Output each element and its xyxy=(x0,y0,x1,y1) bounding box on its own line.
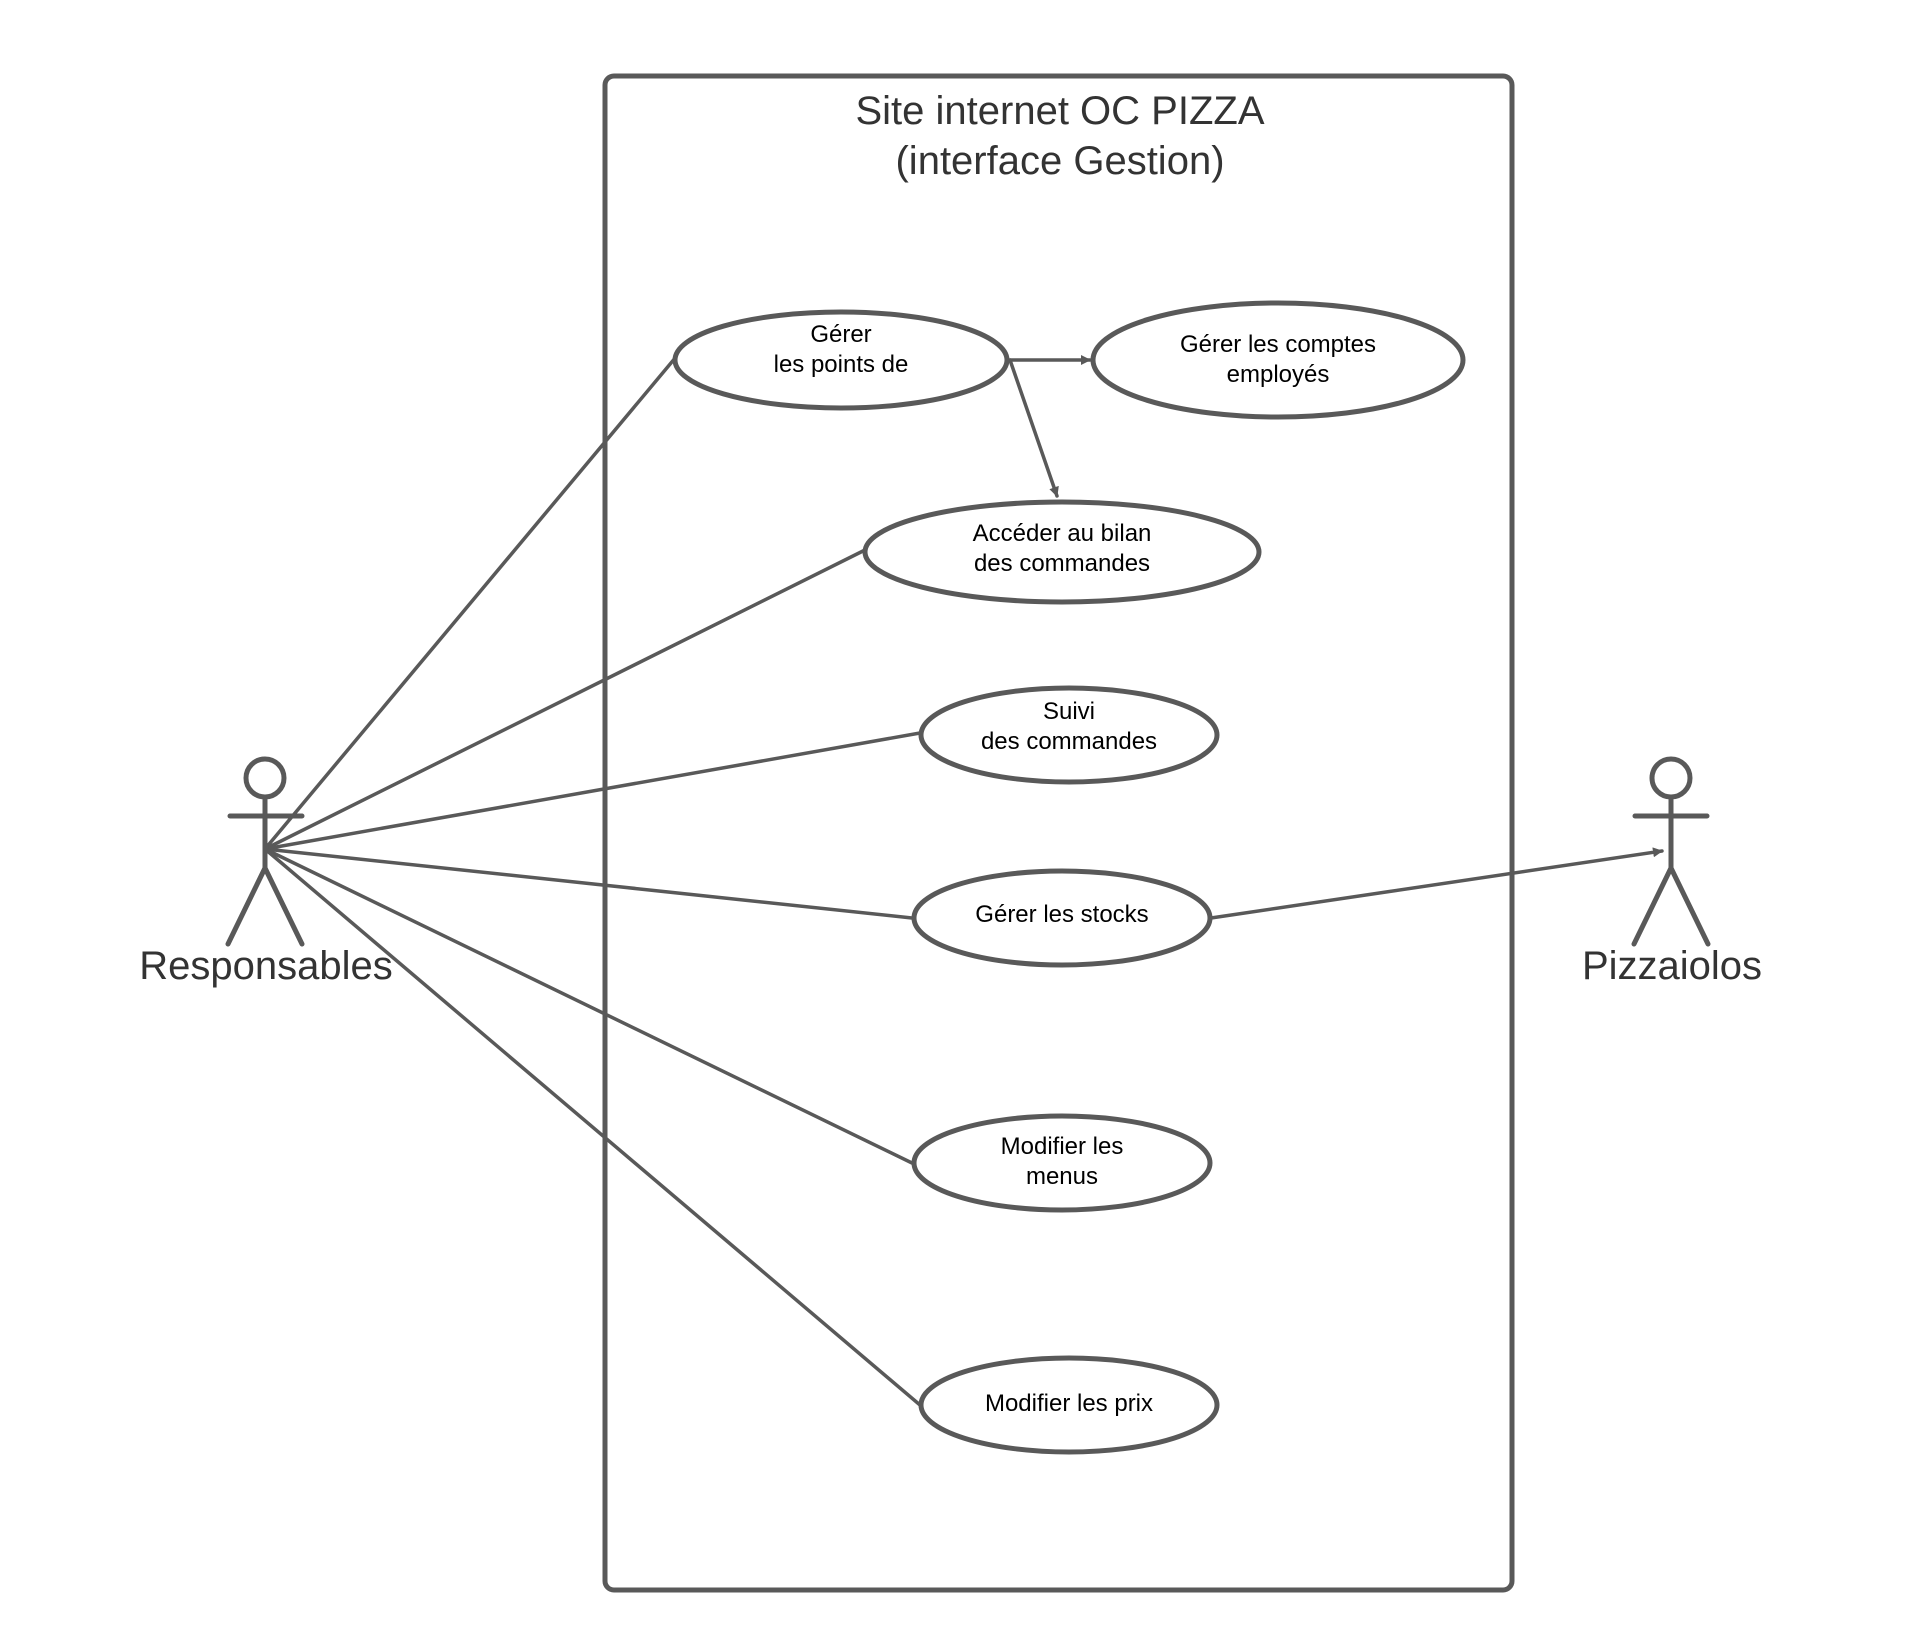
association-gerer-stocks xyxy=(263,847,914,920)
system-title-line2: (interface Gestion) xyxy=(895,139,1224,183)
usecase-modifier-prix[interactable]: Modifier les prix xyxy=(918,1355,1220,1455)
actor-responsables-left-leg xyxy=(225,865,268,947)
actor-responsables-right-leg xyxy=(262,865,305,947)
actor-responsables-label: Responsables xyxy=(139,944,393,988)
usecase-gerer-points-line2: les points de xyxy=(774,351,909,378)
usecase-suivi-commandes[interactable]: Suivi des commandes xyxy=(918,685,1220,785)
usecase-modifier-menus-line1: Modifier les xyxy=(1001,1133,1124,1160)
actor-responsables-head xyxy=(243,756,287,800)
usecase-acceder-bilan-line2: des commandes xyxy=(974,550,1150,577)
association-acceder-bilan xyxy=(263,548,867,851)
usecase-gerer-points[interactable]: Gérer les points de xyxy=(672,309,1010,411)
usecase-acceder-bilan-line1: Accéder au bilan xyxy=(973,520,1152,547)
arrow-stocks-to-pizzaiolos xyxy=(1209,847,1664,920)
usecase-suivi-commandes-line1: Suivi xyxy=(1043,698,1095,725)
association-suivi-commandes xyxy=(263,731,922,851)
usecase-modifier-prix-line1: Modifier les prix xyxy=(985,1390,1153,1417)
actor-responsables[interactable]: Responsables xyxy=(139,756,393,988)
usecase-suivi-commandes-line2: des commandes xyxy=(981,728,1157,755)
actor-pizzaiolos-right-leg xyxy=(1668,865,1711,947)
association-modifier-menus xyxy=(263,847,914,1165)
directed-relations xyxy=(1008,355,1664,920)
actor-pizzaiolos-label: Pizzaiolos xyxy=(1582,944,1762,988)
usecase-gerer-comptes-line2: employés xyxy=(1227,361,1330,388)
system-title-line1: Site internet OC PIZZA xyxy=(855,89,1264,133)
actor-pizzaiolos[interactable]: Pizzaiolos xyxy=(1582,756,1762,988)
associations xyxy=(263,355,922,1407)
usecase-gerer-comptes-line1: Gérer les comptes xyxy=(1180,331,1376,358)
association-gerer-points xyxy=(263,355,678,851)
usecase-modifier-menus-line2: menus xyxy=(1026,1163,1098,1190)
system-boundary xyxy=(602,73,1515,1593)
usecase-gerer-stocks[interactable]: Gérer les stocks xyxy=(911,868,1213,968)
arrow-points-to-bilan xyxy=(1008,358,1059,498)
association-modifier-prix xyxy=(263,847,922,1407)
actor-pizzaiolos-head xyxy=(1649,756,1693,800)
usecase-modifier-menus[interactable]: Modifier les menus xyxy=(911,1113,1213,1213)
usecase-gerer-points-line1: Gérer xyxy=(810,321,871,348)
usecase-acceder-bilan[interactable]: Accéder au bilan des commandes xyxy=(862,499,1262,605)
usecase-gerer-stocks-line1: Gérer les stocks xyxy=(975,901,1148,928)
actor-pizzaiolos-left-leg xyxy=(1631,865,1674,947)
usecase-gerer-comptes[interactable]: Gérer les comptes employés xyxy=(1090,300,1466,420)
